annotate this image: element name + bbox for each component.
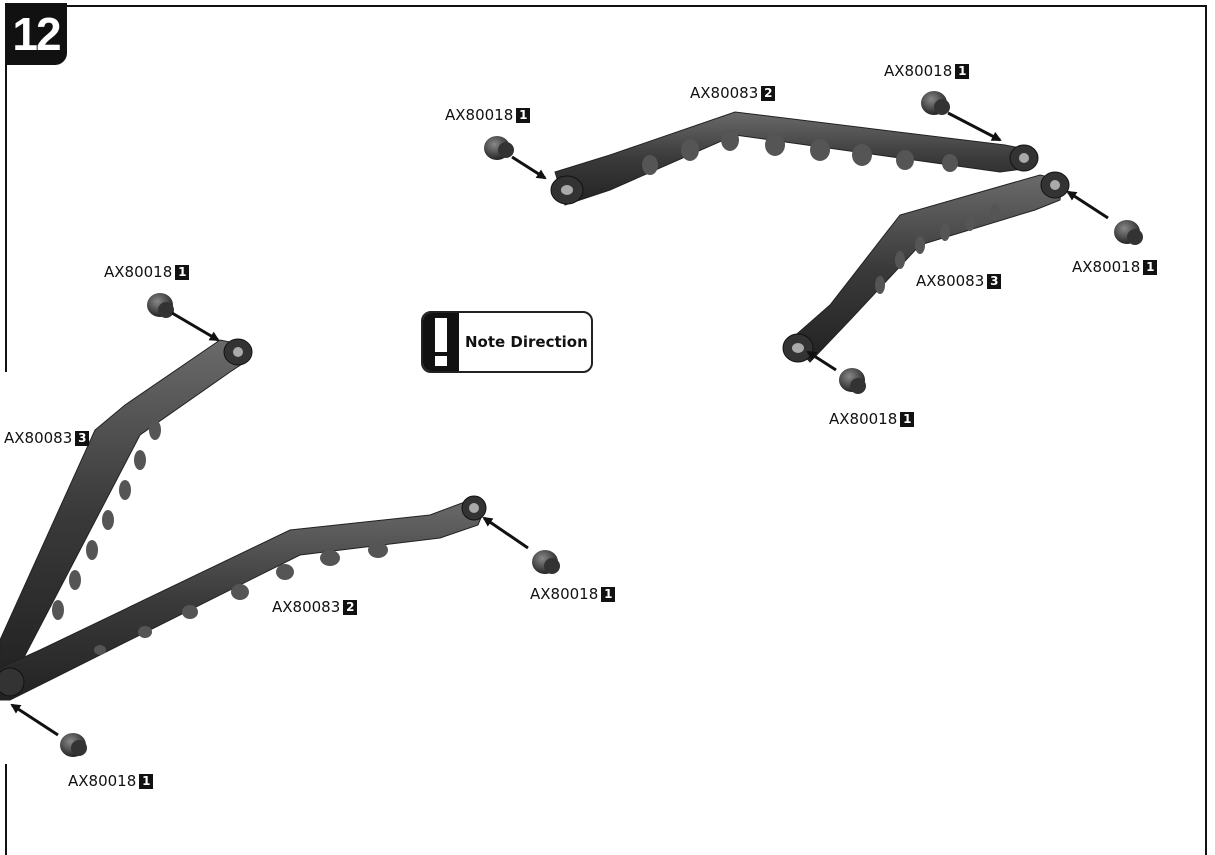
lower-link-bottom	[0, 338, 253, 681]
qty-badge: 1	[900, 411, 915, 427]
bushing-5	[147, 293, 174, 318]
qty-badge: 2	[761, 85, 776, 101]
bushing-6	[532, 550, 560, 574]
qty-badge: 1	[601, 586, 616, 602]
arrow	[806, 350, 837, 372]
bushing-1	[484, 136, 514, 160]
arrow	[171, 311, 220, 342]
arrow	[482, 516, 529, 550]
arrow	[947, 111, 1002, 142]
arrow	[1066, 190, 1109, 220]
lower-link-top	[782, 171, 1070, 363]
qty-badge: 3	[987, 273, 1002, 289]
qty-badge: 3	[75, 430, 90, 446]
bushing-3	[1114, 220, 1143, 245]
upper-link-top	[550, 111, 1039, 206]
qty-badge: 1	[955, 63, 970, 79]
frame-gap	[3, 372, 11, 764]
qty-badge: 2	[343, 599, 358, 615]
exclamation-icon	[423, 313, 459, 371]
upper-link-bottom	[0, 495, 487, 701]
bushing-4	[839, 368, 866, 394]
arrow	[10, 703, 59, 737]
qty-badge: 1	[516, 107, 531, 123]
qty-badge: 1	[1143, 259, 1158, 275]
arrow	[511, 155, 547, 180]
note-text: Note Direction	[465, 333, 588, 351]
note-direction-callout: Note Direction	[421, 311, 593, 373]
step-number: 12	[5, 3, 67, 65]
qty-badge: 1	[175, 264, 190, 280]
bushing-2	[921, 91, 950, 115]
bushing-7	[60, 733, 87, 757]
qty-badge: 1	[139, 773, 154, 789]
